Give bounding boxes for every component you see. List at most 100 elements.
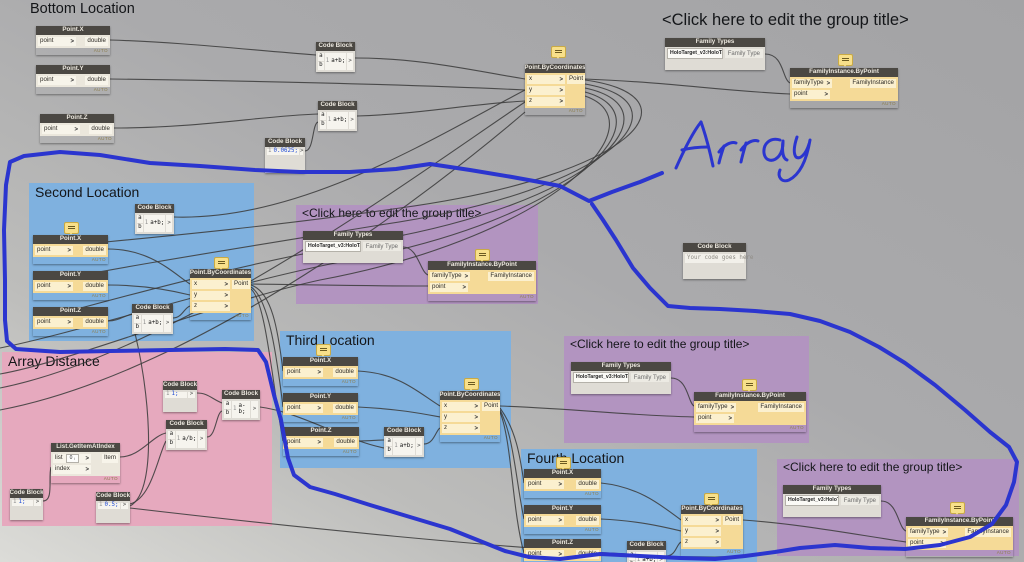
input-port-point[interactable]: point > — [38, 37, 76, 46]
var-label-a[interactable]: a — [320, 112, 326, 120]
group-bottom-location[interactable]: Bottom Location — [24, 0, 264, 150]
pin-icon[interactable] — [464, 378, 479, 391]
input-port-familyType[interactable]: familyType> — [792, 79, 833, 88]
input-port-label: z — [529, 97, 533, 105]
output-port-Family Type[interactable]: Family Type — [724, 49, 763, 58]
code-text: a+b; — [331, 57, 346, 64]
pin-lines-icon — [555, 50, 562, 51]
code-line-number: 1 — [327, 116, 332, 123]
port-arrow-icon: > — [559, 87, 563, 94]
family-type-dropdown[interactable]: HoloTarget_v3:HoloTarget▾ — [667, 48, 723, 59]
var-label-b[interactable]: b — [320, 121, 326, 129]
node-body: point > double — [36, 35, 110, 48]
node-header[interactable]: Point.Y — [36, 65, 110, 74]
node-body: HoloTarget_v3:HoloTarget▾Family Type — [665, 47, 765, 70]
group-topright-title-title[interactable]: <Click here to edit the group title> — [662, 11, 909, 29]
pin-icon[interactable] — [214, 257, 229, 270]
output-port-Point[interactable]: Point — [567, 75, 586, 84]
node-body: point > double — [40, 123, 114, 136]
node-body: familyType> FamilyInstance point> — [790, 77, 898, 101]
dropdown-value: HoloTarget_v3:HoloTarget — [670, 49, 722, 56]
output-port-double[interactable]: double — [89, 125, 112, 134]
port-arrow-icon: > — [824, 91, 828, 98]
port-arrow-icon: > — [559, 76, 563, 83]
code-text: a+b; — [333, 116, 348, 123]
pin-lines-icon — [560, 461, 567, 462]
input-port-label: y — [529, 86, 533, 94]
pin-lines-icon — [218, 261, 225, 262]
node-header[interactable]: Code Block — [316, 42, 355, 51]
pin-lines-icon — [746, 383, 753, 384]
pin-icon[interactable] — [64, 222, 79, 235]
input-port-z[interactable]: z> — [527, 97, 565, 106]
output-port-double[interactable]: double — [85, 76, 108, 85]
pin-icon[interactable] — [704, 493, 719, 506]
node-header[interactable]: Code Block — [318, 101, 357, 110]
port-arrow-icon: > — [70, 38, 74, 45]
input-port-point[interactable]: point> — [792, 90, 830, 99]
pin-icon[interactable] — [475, 249, 490, 262]
port-arrow-icon: > — [559, 98, 563, 105]
node-header[interactable]: Point.X — [36, 26, 110, 35]
pin-lines-icon — [479, 253, 486, 254]
pin-icon[interactable] — [551, 46, 566, 59]
input-port-y[interactable]: y> — [527, 86, 565, 95]
input-port-label: point — [40, 37, 54, 45]
input-port-point[interactable]: point > — [42, 125, 80, 134]
pin-icon[interactable] — [556, 457, 571, 470]
port-arrow-icon: > — [74, 126, 78, 133]
port-arrow-icon: > — [70, 77, 74, 84]
node-header[interactable]: Point.ByCoordinates — [525, 64, 585, 73]
lacing-auto-label[interactable]: AUTO — [881, 101, 896, 107]
pin-icon[interactable] — [742, 379, 757, 392]
pin-lines-icon — [468, 382, 475, 383]
node-header[interactable]: FamilyInstance.ByPoint — [790, 68, 898, 77]
input-port-label: familyType — [794, 79, 824, 87]
code-line-number: 1 — [325, 57, 330, 64]
node-header[interactable]: Code Block — [265, 138, 305, 147]
var-label-a[interactable]: a — [318, 53, 324, 61]
pin-lines-icon — [954, 506, 961, 507]
pin-lines-icon — [842, 58, 849, 59]
node-header[interactable]: Point.Z — [40, 114, 114, 123]
input-port-label: x — [529, 75, 533, 83]
pin-lines-icon — [708, 497, 715, 498]
pin-icon[interactable] — [950, 502, 965, 515]
node-header[interactable]: Family Types — [665, 38, 765, 47]
lacing-auto-label[interactable]: AUTO — [93, 48, 108, 54]
group-bottom-location-title[interactable]: Bottom Location — [30, 1, 135, 17]
node-familyinstance-bypoint-top[interactable]: FamilyInstance.ByPoint familyType> FamilyI… — [790, 68, 898, 108]
pin-lines-icon — [320, 348, 327, 349]
node-family-types-top[interactable]: Family TypesHoloTarget_v3:HoloTarget▾Fam… — [665, 38, 765, 70]
port-arrow-icon: > — [826, 80, 831, 87]
lacing-auto-label[interactable]: AUTO — [97, 136, 112, 142]
input-port-label: point — [44, 125, 58, 133]
pin-icon[interactable] — [838, 54, 853, 67]
output-port-code[interactable]: > — [347, 53, 353, 70]
group-topright-title[interactable]: <Click here to edit the group title> — [656, 10, 1016, 110]
input-port-label: point — [40, 76, 54, 84]
output-port-code[interactable]: > — [349, 112, 355, 129]
input-port-x[interactable]: x> — [527, 75, 565, 84]
input-port-point[interactable]: point > — [38, 76, 76, 85]
output-port-double[interactable]: double — [85, 37, 108, 46]
pin-icon[interactable] — [316, 344, 331, 357]
output-port-FamilyInstance[interactable]: FamilyInstance — [850, 79, 896, 88]
lacing-auto-label[interactable]: AUTO — [93, 87, 108, 93]
lacing-auto-label[interactable]: AUTO — [568, 108, 583, 114]
var-label-b[interactable]: b — [318, 62, 324, 70]
pin-lines-icon — [68, 226, 75, 227]
